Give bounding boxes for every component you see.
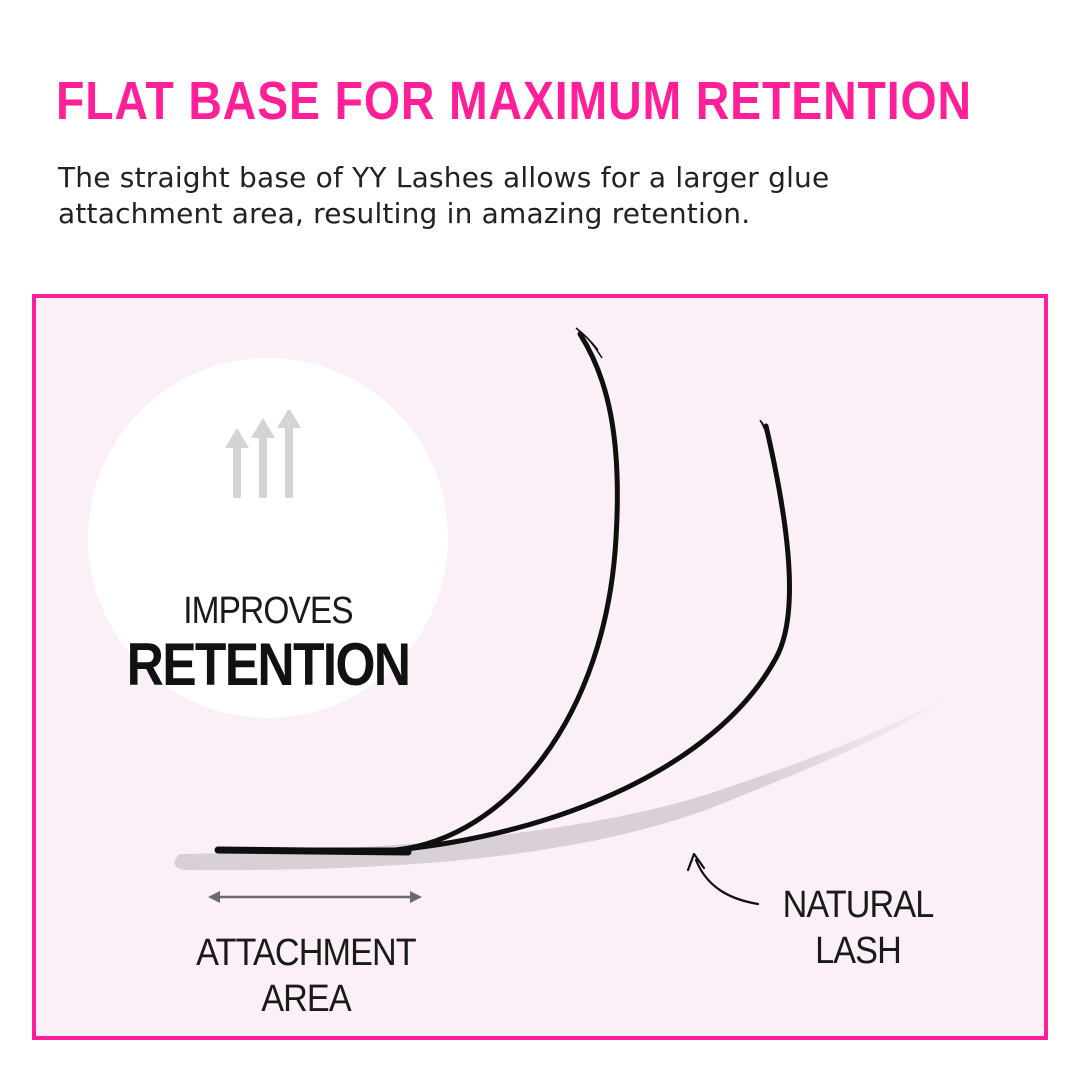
natural-lash-label: NATURAL LASH	[758, 882, 958, 974]
lash-illustration-panel: IMPROVES RETENTION ATTACHME	[32, 294, 1048, 1040]
attachment-area-label-line-1: ATTACHMENT	[196, 932, 417, 974]
natural-lash	[174, 692, 954, 871]
extension-lash-short-tip	[759, 419, 775, 459]
triple-up-arrow-icon	[225, 410, 301, 498]
extension-lash-short	[215, 423, 792, 853]
extension-lash-long-tip	[575, 327, 603, 359]
natural-lash-label-line-2: LASH	[815, 930, 902, 972]
feature-description-line-2: attachment area, resulting in amazing re…	[58, 197, 751, 230]
extension-lash-long	[215, 331, 620, 853]
page-title: FLAT BASE FOR MAXIMUM RETENTION	[56, 71, 972, 131]
retention-badge: IMPROVES RETENTION	[88, 358, 448, 718]
curved-pointer-arrow-icon	[686, 852, 760, 906]
badge-headline: RETENTION	[126, 631, 411, 698]
attachment-width-arrow-icon	[208, 891, 422, 903]
badge-caption: IMPROVES	[183, 590, 353, 632]
natural-lash-label-line-1: NATURAL	[782, 884, 935, 926]
lash-diagram	[174, 327, 954, 871]
attachment-area-label-line-2: AREA	[261, 978, 351, 1020]
attachment-area-label: ATTACHMENT AREA	[156, 930, 456, 1022]
feature-description: The straight base of YY Lashes allows fo…	[58, 160, 958, 232]
lash-base	[214, 846, 412, 856]
feature-description-line-1: The straight base of YY Lashes allows fo…	[58, 161, 830, 194]
